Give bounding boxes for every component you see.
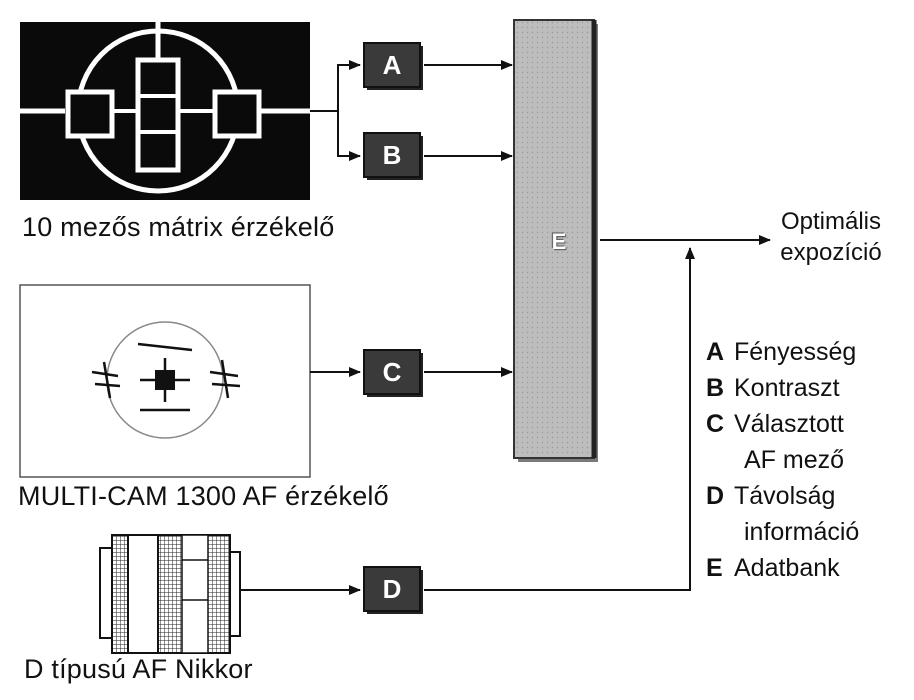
legend-item-b: B Kontraszt <box>706 370 859 406</box>
legend-item-e: E Adatbank <box>706 550 859 586</box>
legend-text-e: Adatbank <box>734 554 840 582</box>
legend-item-c: C Választott <box>706 406 859 442</box>
legend-key-c: C <box>706 410 725 438</box>
box-a <box>363 42 423 90</box>
legend-item-a: A Fényesség <box>706 334 859 370</box>
box-d <box>363 566 423 614</box>
legend-text-c-cont: AF mező <box>744 446 845 474</box>
legend-key-b: B <box>706 374 725 402</box>
legend-text-d-cont: információ <box>744 518 860 546</box>
legend-key-e: E <box>706 554 723 582</box>
box-b <box>363 132 423 180</box>
matrix-sensor-graphic <box>20 22 310 200</box>
box-a-label: A <box>382 49 402 80</box>
af-sensor-graphic <box>19 284 311 478</box>
output-line-2: expozíció <box>780 239 882 266</box>
databank-e-label: E <box>551 229 567 254</box>
legend-text-b: Kontraszt <box>734 374 840 402</box>
lens-graphic <box>99 534 241 654</box>
box-b-label: B <box>382 139 402 170</box>
legend-text-d: Távolság <box>734 482 836 510</box>
box-d-label: D <box>382 573 402 604</box>
legend-item-d: D Távolság <box>706 478 859 514</box>
af-sensor-caption: MULTI-CAM 1300 AF érzékelő <box>18 481 389 511</box>
lens-caption: D típusú AF Nikkor <box>24 654 253 684</box>
output-label: Optimális expozíció <box>756 206 906 268</box>
databank-e-block <box>513 19 598 462</box>
connector-lines <box>240 60 771 595</box>
legend-key-a: A <box>706 338 725 366</box>
legend-text-a: Fényesség <box>734 338 857 366</box>
box-c <box>363 349 423 397</box>
legend: A Fényesség B Kontraszt C Választott AF mez… <box>706 334 859 586</box>
legend-text-c: Választott <box>734 410 844 438</box>
output-line-1: Optimális <box>780 208 882 235</box>
box-c-label: C <box>382 356 402 387</box>
matrix-sensor-caption: 10 mezős mátrix érzékelő <box>22 212 335 242</box>
legend-key-d: D <box>706 482 725 510</box>
